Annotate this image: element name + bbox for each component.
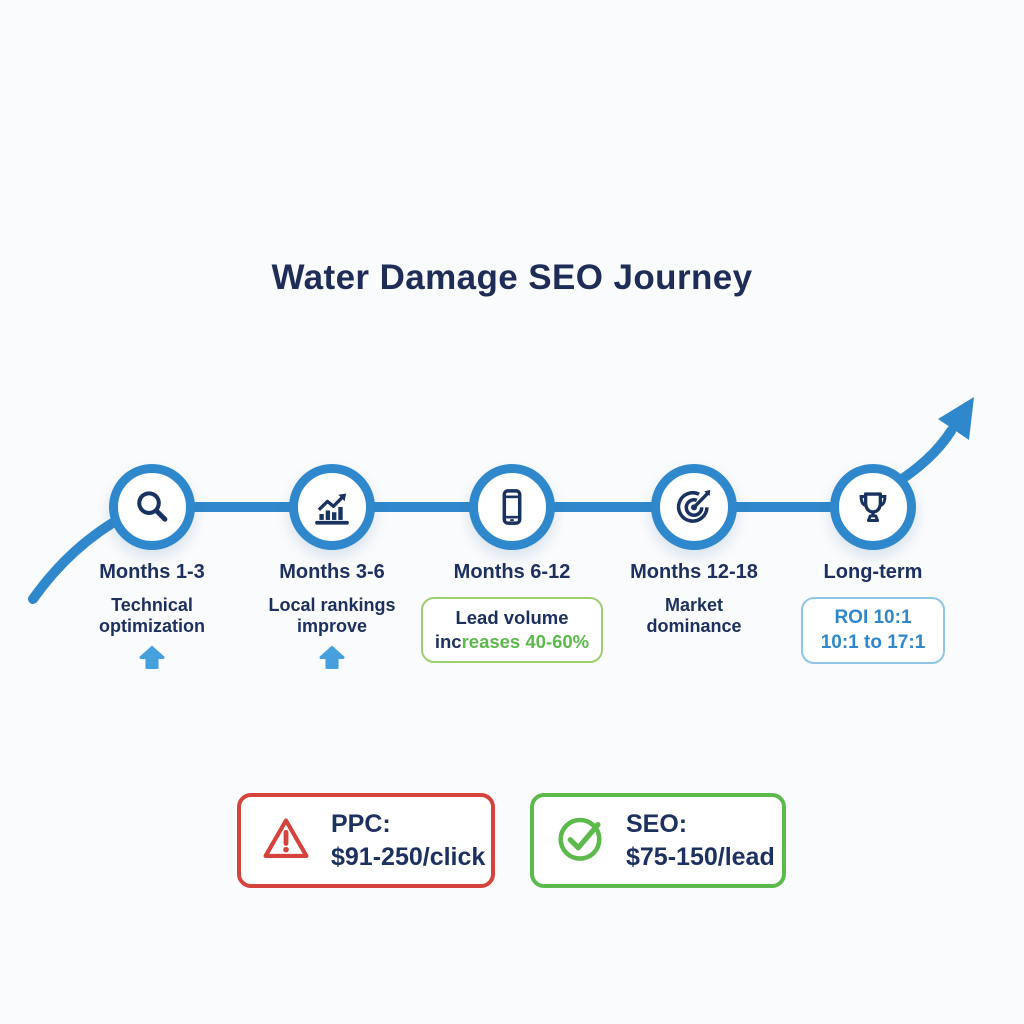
milestone-description: Technical optimization (57, 595, 247, 637)
milestone-description: Local rankings improve (237, 595, 427, 637)
note-line: Lead volume (455, 607, 569, 628)
milestone-period: Long-term (823, 561, 923, 583)
description-line: dominance (646, 616, 742, 637)
page-title: Water Damage SEO Journey (271, 258, 753, 297)
flow-arrowhead-icon (938, 397, 974, 440)
milestone-node-5 (830, 464, 916, 550)
warning-icon (261, 815, 311, 866)
trend-up-arrow-icon (237, 645, 427, 675)
milestone-months-1-3: Months 1-3 Technical optimization (57, 561, 247, 675)
description-line: Technical (111, 595, 193, 615)
milestone-period: Months 3-6 (279, 561, 385, 583)
milestone-node-4 (651, 464, 737, 550)
card-label: SEO: (626, 810, 688, 838)
milestone-period: Months 6-12 (453, 561, 571, 583)
milestone-months-6-12: Months 6-12 Lead volume increases 40-60% (417, 561, 607, 664)
description-line: improve (296, 616, 368, 637)
milestone-node-1 (109, 464, 195, 550)
lead-volume-note-box: Lead volume increases 40-60% (420, 597, 604, 664)
trend-up-arrow-icon (57, 645, 247, 675)
description-line: Market (664, 595, 724, 615)
milestone-period: Months 12-18 (630, 561, 758, 583)
note-line-prefix: inc (434, 631, 462, 653)
milestone-node-2 (289, 464, 375, 550)
milestone-node-3 (469, 464, 555, 550)
milestone-period: Months 1-3 (99, 561, 205, 583)
card-value: $91-250/click (331, 842, 486, 871)
seo-cost-card: SEO: $75-150/lead (530, 793, 786, 888)
note-line: increases 40-60% (435, 630, 589, 654)
ppc-cost-text: PPC: $91-250/click (331, 808, 485, 873)
note-line: ROI 10:1 (834, 607, 912, 628)
seo-cost-text: SEO: $75-150/lead (626, 808, 775, 873)
roi-note-box: ROI 10:1 10:1 to 17:1 (800, 597, 946, 665)
description-line: Local rankings (268, 595, 396, 615)
milestone-description: Market dominance (599, 595, 789, 637)
note-line-highlight: reases 40-60% (461, 631, 590, 653)
magnifier-icon (137, 491, 168, 522)
smartphone-icon (502, 489, 522, 525)
card-value: $75-150/lead (626, 842, 775, 871)
check-icon (554, 812, 606, 869)
trophy-icon (859, 492, 887, 522)
ppc-cost-card: PPC: $91-250/click (237, 793, 495, 888)
description-line: optimization (99, 616, 205, 637)
target-icon (676, 489, 711, 523)
card-label: PPC: (331, 810, 391, 838)
note-line: 10:1 to 17:1 (820, 631, 926, 653)
milestone-months-3-6: Months 3-6 Local rankings improve (237, 561, 427, 675)
bar-chart-growth-icon (315, 493, 349, 525)
milestone-long-term: Long-term ROI 10:1 10:1 to 17:1 (778, 561, 968, 665)
milestone-months-12-18: Months 12-18 Market dominance (599, 561, 789, 637)
